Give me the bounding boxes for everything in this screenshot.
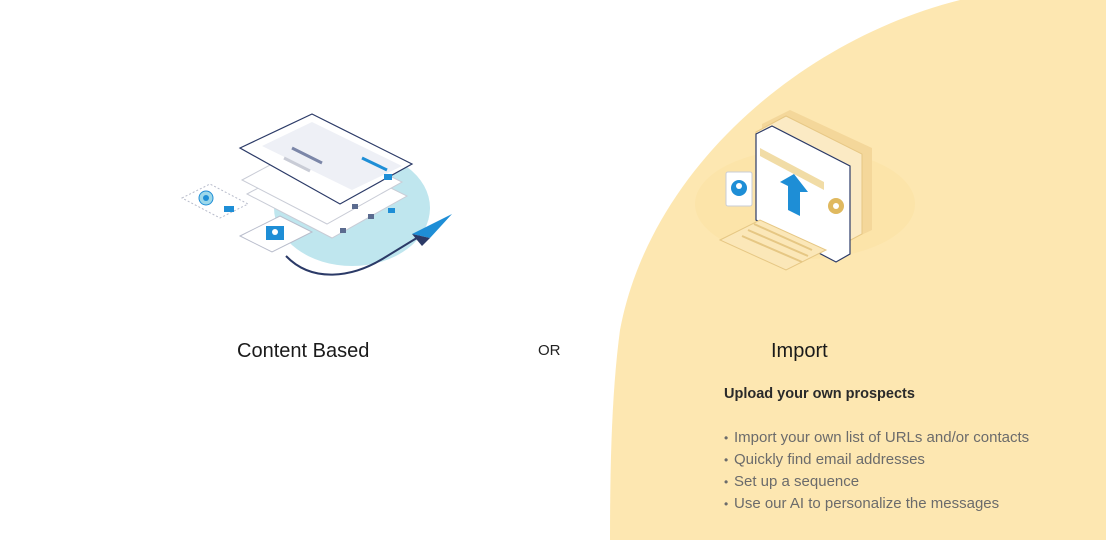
bullet-icon: • (724, 453, 729, 467)
list-item: •Import your own list of URLs and/or con… (724, 427, 1084, 449)
bullet-icon: • (724, 431, 729, 445)
import-details-heading: Upload your own prospects (724, 386, 915, 402)
content-based-option[interactable]: Content Based (150, 90, 460, 380)
list-item: •Quickly find email addresses (724, 449, 1084, 471)
import-details: Upload your own prospects •Import your o… (724, 386, 1084, 515)
content-based-title: Content Based (237, 340, 370, 362)
list-item: •Set up a sequence (724, 471, 1084, 493)
import-title: Import (771, 340, 828, 362)
list-item: •Use our AI to personalize the messages (724, 493, 1084, 515)
import-option[interactable]: Import (680, 90, 940, 380)
content-pipeline-illustration (180, 113, 452, 276)
feature-list: •Import your own list of URLs and/or con… (724, 427, 1084, 515)
or-divider: OR (538, 342, 561, 359)
upload-contacts-illustration (695, 110, 915, 271)
bullet-icon: • (724, 475, 729, 489)
bullet-icon: • (724, 497, 729, 511)
